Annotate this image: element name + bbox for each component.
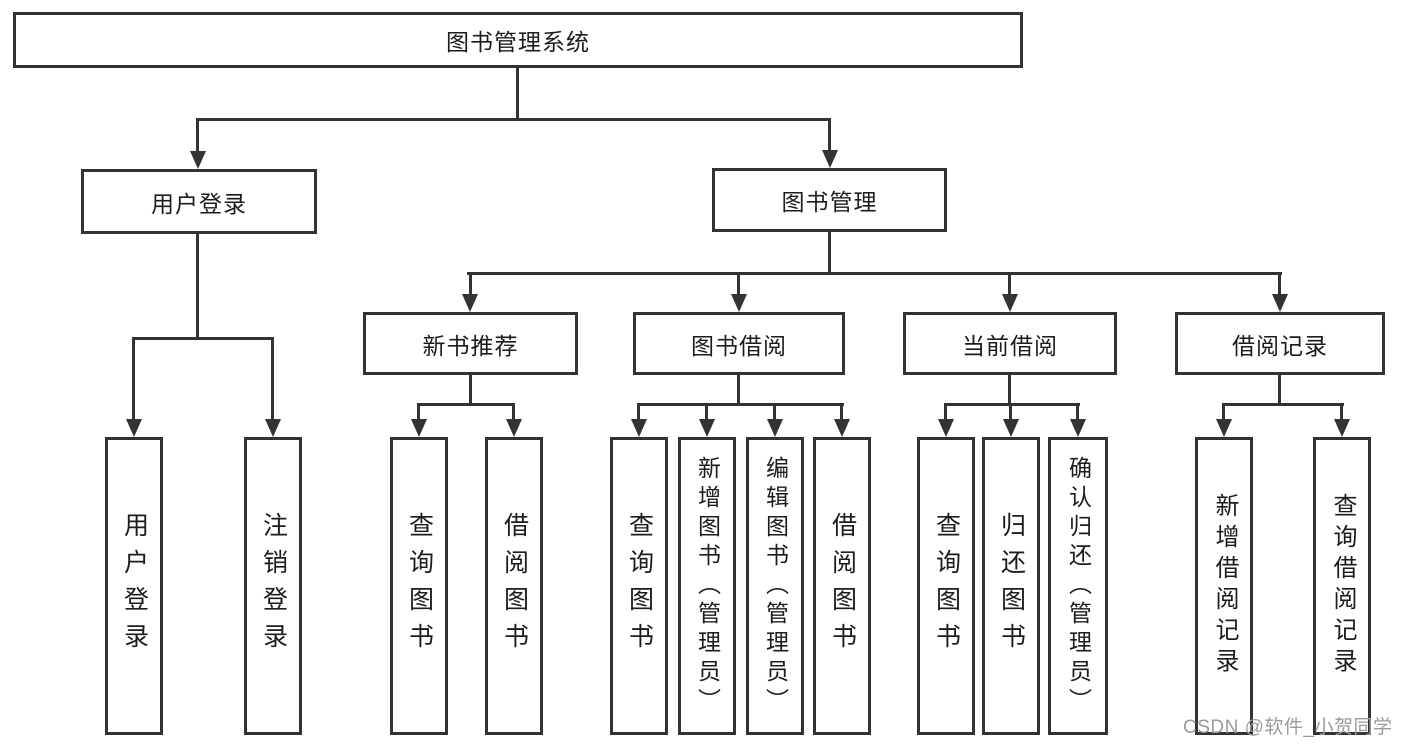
arrowhead-bb-edit: [767, 419, 783, 437]
node-label: 借阅图书: [500, 512, 529, 660]
connector-drop-nbr-query: [417, 403, 420, 420]
node-leaf-cb-confirm-return-admin: 确认归还（管理员）: [1048, 437, 1108, 735]
node-leaf-bb-edit-books-admin: 编辑图书（管理员）: [746, 437, 804, 735]
arrowhead-bb-add: [699, 419, 715, 437]
node-label: 用户登录: [120, 512, 149, 660]
node-label: 当前借阅: [962, 332, 1058, 359]
node-label: 确认归还（管理员）: [1065, 455, 1092, 717]
connector-drop-book-mgmt: [828, 118, 831, 151]
arrowhead-bb-query: [631, 419, 647, 437]
arrowhead-new-book-rec: [462, 294, 478, 312]
node-label: 借阅图书: [828, 512, 857, 660]
node-root-library-system: 图书管理系统: [13, 12, 1023, 68]
connector-drop-cb-return: [1009, 403, 1012, 420]
connector-root-trunk: [516, 68, 519, 121]
node-label: 编辑图书（管理员）: [762, 455, 789, 717]
node-label: 注销登录: [259, 512, 288, 660]
connector-cb-bus: [944, 403, 1080, 406]
node-leaf-nbr-borrow-books: 借阅图书: [485, 437, 543, 735]
connector-nbr-stem: [469, 375, 472, 405]
connector-br-bus: [1222, 403, 1344, 406]
connector-drop-br-query: [1340, 403, 1343, 420]
node-leaf-cb-query-books: 查询图书: [917, 437, 975, 735]
node-borrow-records: 借阅记录: [1175, 312, 1385, 375]
arrowhead-book-mgmt: [822, 150, 838, 168]
arrowhead-br-query: [1334, 419, 1350, 437]
arrowhead-nbr-query: [411, 419, 427, 437]
node-new-book-recommend: 新书推荐: [363, 312, 578, 375]
connector-drop-book-borrow: [737, 272, 740, 295]
node-label: 查询图书: [625, 512, 654, 660]
connector-drop-borrow-records: [1278, 272, 1281, 295]
arrowhead-cb-confirm: [1070, 419, 1086, 437]
connector-br-stem: [1278, 375, 1281, 405]
node-user-login: 用户登录: [81, 169, 317, 234]
connector-drop-cb-confirm: [1076, 403, 1079, 420]
connector-drop-nbr-borrow: [512, 403, 515, 420]
node-leaf-bb-add-books-admin: 新增图书（管理员）: [678, 437, 736, 735]
arrowhead-bb-borrow: [834, 419, 850, 437]
connector-drop-bb-query: [637, 403, 640, 420]
node-leaf-logout: 注销登录: [244, 437, 302, 735]
connector-bb-bus: [637, 403, 844, 406]
node-label: 图书借阅: [691, 332, 787, 359]
arrowhead-login-op: [126, 419, 142, 437]
connector-drop-current-borrow: [1008, 272, 1011, 295]
node-label: 图书管理: [781, 189, 878, 215]
arrowhead-borrow-records: [1272, 294, 1288, 312]
arrowhead-book-borrow: [731, 294, 747, 312]
node-label: 新增图书（管理员）: [694, 455, 721, 717]
connector-drop-br-add: [1222, 403, 1225, 420]
connector-level3-bus: [467, 272, 1282, 275]
node-label: 图书管理系统: [446, 29, 590, 55]
arrowhead-current-borrow: [1002, 294, 1018, 312]
node-label: 新书推荐: [422, 332, 519, 359]
connector-drop-bb-borrow: [840, 403, 843, 420]
connector-drop-bb-add: [705, 403, 708, 420]
connector-bb-stem: [737, 375, 740, 405]
connector-user-login-stem: [196, 234, 199, 338]
node-leaf-bb-query-books: 查询图书: [610, 437, 668, 735]
node-label: 用户登录: [151, 190, 247, 217]
arrowhead-user-login: [190, 151, 206, 169]
connector-drop-cb-query: [944, 403, 947, 420]
connector-drop-logout-op: [271, 337, 274, 419]
arrowhead-br-add: [1216, 419, 1232, 437]
node-leaf-cb-return-books: 归还图书: [982, 437, 1040, 735]
connector-drop-user-login: [196, 118, 199, 152]
node-label: 新增借阅记录: [1211, 493, 1238, 679]
arrowhead-logout-op: [265, 419, 281, 437]
node-label: 借阅记录: [1232, 332, 1328, 359]
node-label: 查询图书: [405, 512, 434, 660]
node-label: 查询图书: [932, 512, 961, 660]
connector-drop-new-book-rec: [469, 272, 472, 295]
node-book-borrowing: 图书借阅: [633, 312, 845, 375]
node-leaf-user-login: 用户登录: [105, 437, 163, 735]
node-label: 查询借阅记录: [1329, 493, 1356, 679]
connector-drop-bb-edit: [773, 403, 776, 420]
connector-cb-stem: [1008, 375, 1011, 405]
node-leaf-br-add-record: 新增借阅记录: [1195, 437, 1253, 735]
connector-book-mgmt-stem: [828, 232, 831, 275]
arrowhead-cb-query: [938, 419, 954, 437]
node-current-borrowing: 当前借阅: [903, 312, 1117, 375]
node-leaf-br-query-record: 查询借阅记录: [1313, 437, 1371, 735]
node-leaf-nbr-query-books: 查询图书: [390, 437, 448, 735]
node-book-management: 图书管理: [712, 168, 947, 232]
arrowhead-nbr-borrow: [506, 419, 522, 437]
arrowhead-cb-return: [1003, 419, 1019, 437]
node-label: 归还图书: [997, 512, 1026, 660]
connector-user-login-bus: [132, 337, 274, 340]
watermark: CSDN @软件_小贺同学: [1183, 717, 1393, 738]
connector-nbr-bus: [417, 403, 515, 406]
connector-level2-bus: [196, 118, 830, 121]
node-leaf-bb-borrow-books: 借阅图书: [813, 437, 871, 735]
connector-drop-login-op: [132, 337, 135, 419]
